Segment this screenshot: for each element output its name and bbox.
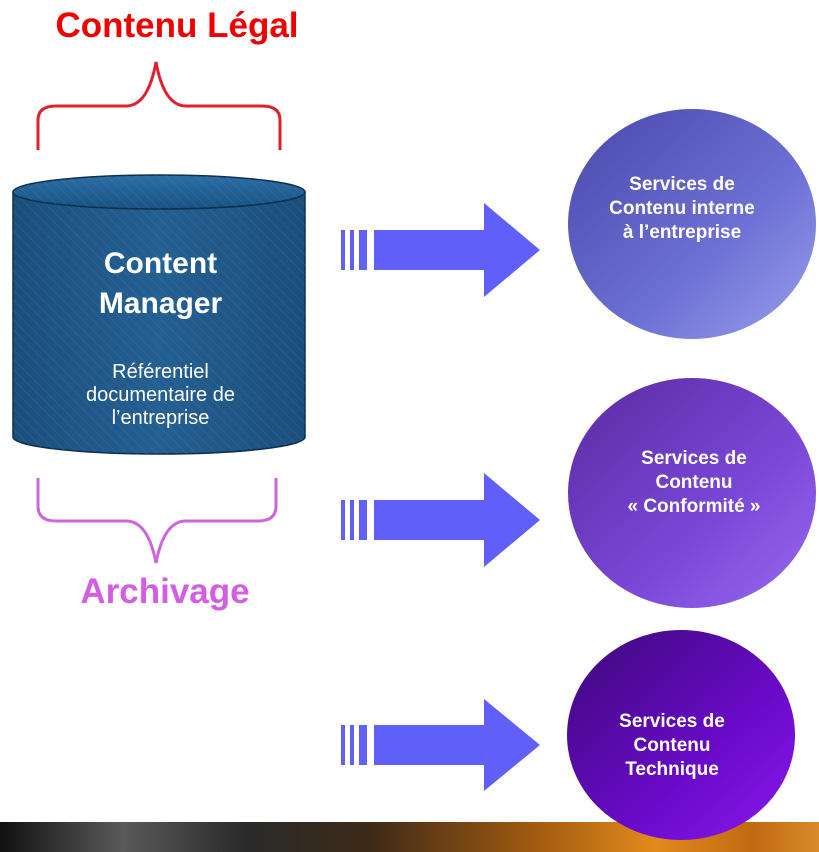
- arrow-to-technical-services: [341, 699, 540, 791]
- top-curly-brace: [36, 61, 282, 150]
- compliance-services-label: Services de Contenu « Conformité »: [594, 447, 794, 519]
- service-label-line: Services de: [629, 174, 735, 195]
- content-manager-cylinder: [12, 174, 306, 455]
- repository-subtitle: Référentiel documentaire de l’entreprise: [18, 361, 303, 430]
- arrow-to-internal-services: [341, 203, 540, 297]
- repository-subtitle-line: documentaire de: [86, 384, 235, 406]
- service-label-line: Technique: [625, 759, 719, 780]
- compliance-services-circle: [568, 378, 816, 608]
- legal-content-label: Contenu Légal: [55, 6, 299, 45]
- service-label-line: à l’entreprise: [622, 222, 742, 243]
- repository-title-line: Content: [103, 247, 218, 280]
- technical-services-circle: [567, 630, 795, 840]
- repository-subtitle-line: Référentiel: [112, 361, 209, 383]
- service-label-line: Contenu: [655, 472, 733, 493]
- repository-title: Content Manager: [18, 244, 303, 324]
- repository-title-line: Manager: [98, 287, 223, 320]
- service-label-line: Services de: [641, 448, 747, 469]
- service-label-line: Services de: [619, 711, 725, 732]
- repository-subtitle-line: l’entreprise: [111, 407, 210, 429]
- internal-services-circle: [568, 109, 816, 339]
- arrow-to-compliance-services: [341, 473, 540, 567]
- bottom-curly-brace: [36, 478, 278, 564]
- archiving-label: Archivage: [80, 572, 250, 611]
- technical-services-label: Services de Contenu Technique: [577, 710, 767, 782]
- service-label-line: Contenu interne: [609, 198, 755, 219]
- service-label-line: Contenu: [633, 735, 711, 756]
- service-label-line: « Conformité »: [627, 496, 761, 517]
- internal-services-label: Services de Contenu interne à l’entrepri…: [582, 173, 782, 245]
